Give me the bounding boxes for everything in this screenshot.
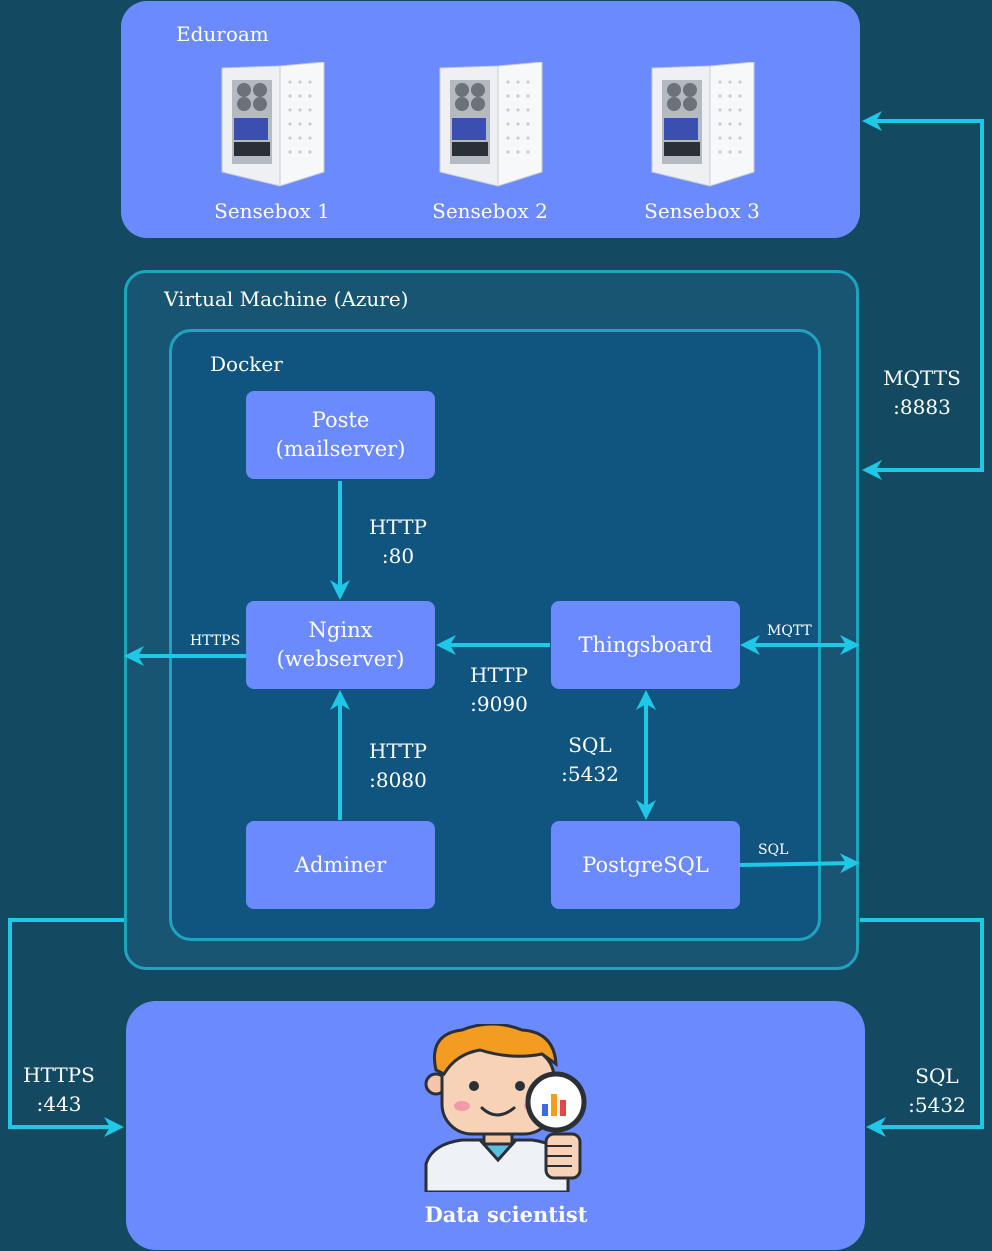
edge-label-thingsboard-postgres: SQL :5432 bbox=[550, 731, 630, 789]
poste-label: Poste bbox=[311, 408, 370, 432]
edge-label-poste-nginx: HTTP :80 bbox=[358, 513, 438, 571]
edge-label-sql-5432: SQL :5432 bbox=[894, 1062, 980, 1120]
sensebox-3-label: Sensebox 3 bbox=[644, 199, 760, 223]
data-scientist-label: Data scientist bbox=[424, 1202, 588, 1227]
thingsboard-label: Thingsboard bbox=[578, 632, 713, 657]
sensebox-1-label: Sensebox 1 bbox=[214, 199, 330, 223]
vm-title: Virtual Machine (Azure) bbox=[164, 287, 409, 311]
edge-label-nginx-https: HTTPS bbox=[190, 633, 241, 649]
sensebox-1-icon bbox=[221, 62, 325, 187]
sensebox-2-label: Sensebox 2 bbox=[432, 199, 548, 223]
edge-label-postgres-sql: SQL bbox=[758, 842, 789, 858]
edge-label-poste-nginx-proto: HTTP bbox=[369, 515, 427, 539]
edge-label-adminer-nginx-port: :8080 bbox=[369, 768, 427, 792]
edge-label-sql-5432-port: :5432 bbox=[908, 1093, 966, 1117]
edge-label-thingsboard-nginx: HTTP :9090 bbox=[458, 661, 540, 719]
nginx-node: Nginx (webserver) bbox=[246, 601, 435, 689]
edge-label-adminer-nginx-proto: HTTP bbox=[369, 739, 427, 763]
edge-label-thingsboard-postgres-port: :5432 bbox=[561, 762, 619, 786]
poste-node: Poste (mailserver) bbox=[246, 391, 435, 479]
edge-label-mqtts-port: :8883 bbox=[893, 395, 951, 419]
edge-label-mqtts-proto: MQTTS bbox=[883, 366, 961, 390]
edge-label-thingsboard-postgres-proto: SQL bbox=[568, 733, 612, 757]
sensebox-2-icon bbox=[439, 62, 543, 187]
adminer-label: Adminer bbox=[294, 852, 387, 877]
eduroam-title: Eduroam bbox=[176, 22, 269, 46]
edge-label-https-443-proto: HTTPS bbox=[23, 1063, 95, 1087]
postgresql-node: PostgreSQL bbox=[551, 821, 740, 909]
edge-label-thingsboard-nginx-port: :9090 bbox=[470, 692, 528, 716]
edge-label-https-443-port: :443 bbox=[36, 1092, 82, 1116]
docker-title: Docker bbox=[210, 352, 283, 376]
poste-sublabel: (mailserver) bbox=[275, 437, 406, 461]
arrow-https-443 bbox=[8, 918, 124, 1137]
postgresql-label: PostgreSQL bbox=[582, 852, 709, 877]
thingsboard-node: Thingsboard bbox=[551, 601, 740, 689]
nginx-label: Nginx (webserver) bbox=[276, 618, 405, 671]
adminer-node: Adminer bbox=[246, 821, 435, 909]
arrow-mqtts bbox=[862, 111, 984, 480]
edge-label-thingsboard-nginx-proto: HTTP bbox=[470, 663, 528, 687]
edge-label-adminer-nginx: HTTP :8080 bbox=[358, 737, 438, 795]
sensebox-3-icon bbox=[651, 62, 755, 187]
edge-label-thingsboard-mqtt: MQTT bbox=[767, 623, 812, 639]
edge-label-sql-5432-proto: SQL bbox=[915, 1064, 959, 1088]
data-scientist-icon bbox=[424, 1024, 587, 1192]
arrow-sql-5432 bbox=[860, 918, 984, 1137]
arrow-postgres-sql-out bbox=[739, 853, 860, 874]
edge-label-poste-nginx-port: :80 bbox=[381, 544, 415, 568]
edge-label-https-443: HTTPS :443 bbox=[16, 1061, 102, 1119]
edge-label-mqtts: MQTTS :8883 bbox=[872, 364, 972, 422]
